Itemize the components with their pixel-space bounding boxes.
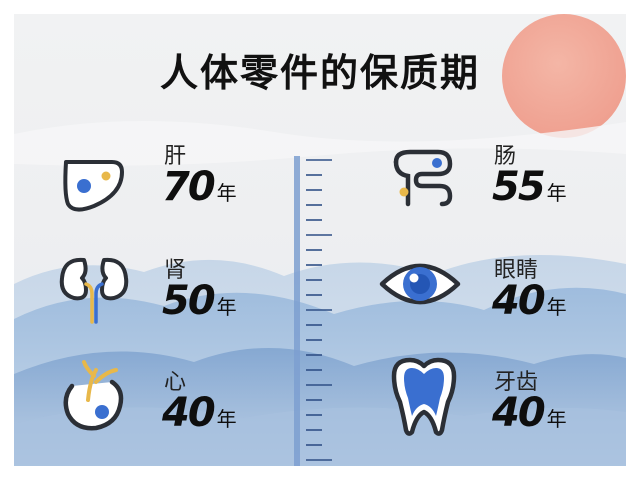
- eye-icon: [378, 244, 461, 324]
- years-number: 70: [162, 164, 216, 210]
- sun: [502, 14, 626, 138]
- years-number: 40: [492, 278, 546, 324]
- years-unit: 年: [546, 407, 567, 431]
- kidney-icon: [54, 250, 134, 330]
- years-unit: 年: [546, 295, 567, 319]
- organ-name: 肾: [164, 258, 187, 283]
- years-number: 50: [162, 278, 216, 324]
- page-title: 人体零件的保质期: [159, 51, 480, 95]
- years-unit: 年: [216, 181, 237, 205]
- organ-name: 牙齿: [494, 370, 539, 395]
- tooth-icon: [384, 354, 464, 436]
- years-unit: 年: [216, 407, 237, 431]
- years-unit: 年: [216, 295, 237, 319]
- ruler: [294, 156, 332, 466]
- heart-icon: [54, 356, 134, 436]
- organ-name: 心: [164, 370, 187, 395]
- years-number: 40: [162, 390, 216, 436]
- liver-icon: [54, 144, 134, 224]
- organ-name: 肠: [494, 144, 517, 169]
- intestine-icon: [382, 138, 462, 218]
- cloud-band: [14, 120, 626, 166]
- ruler-bar: [294, 156, 300, 466]
- years-number: 40: [492, 390, 546, 436]
- organ-name: 肝: [164, 144, 187, 169]
- mountain-front: [14, 407, 626, 466]
- years-unit: 年: [546, 181, 567, 205]
- organ-name: 眼睛: [494, 258, 539, 283]
- years-number: 55: [492, 164, 546, 210]
- background-landscape: [14, 14, 626, 466]
